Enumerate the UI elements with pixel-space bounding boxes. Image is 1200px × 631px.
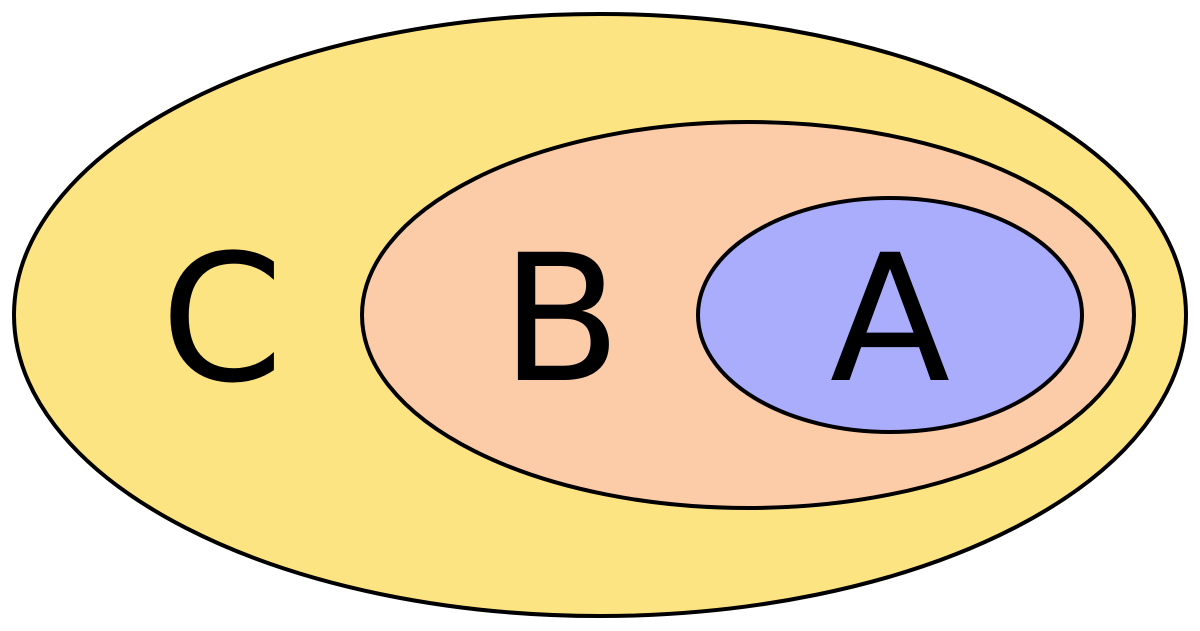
- set-a: A: [696, 196, 1084, 434]
- set-b-label: B: [501, 217, 622, 422]
- set-a-ellipse: [696, 196, 1084, 434]
- set-c-label: C: [161, 217, 284, 422]
- set-a-label: A: [830, 217, 950, 422]
